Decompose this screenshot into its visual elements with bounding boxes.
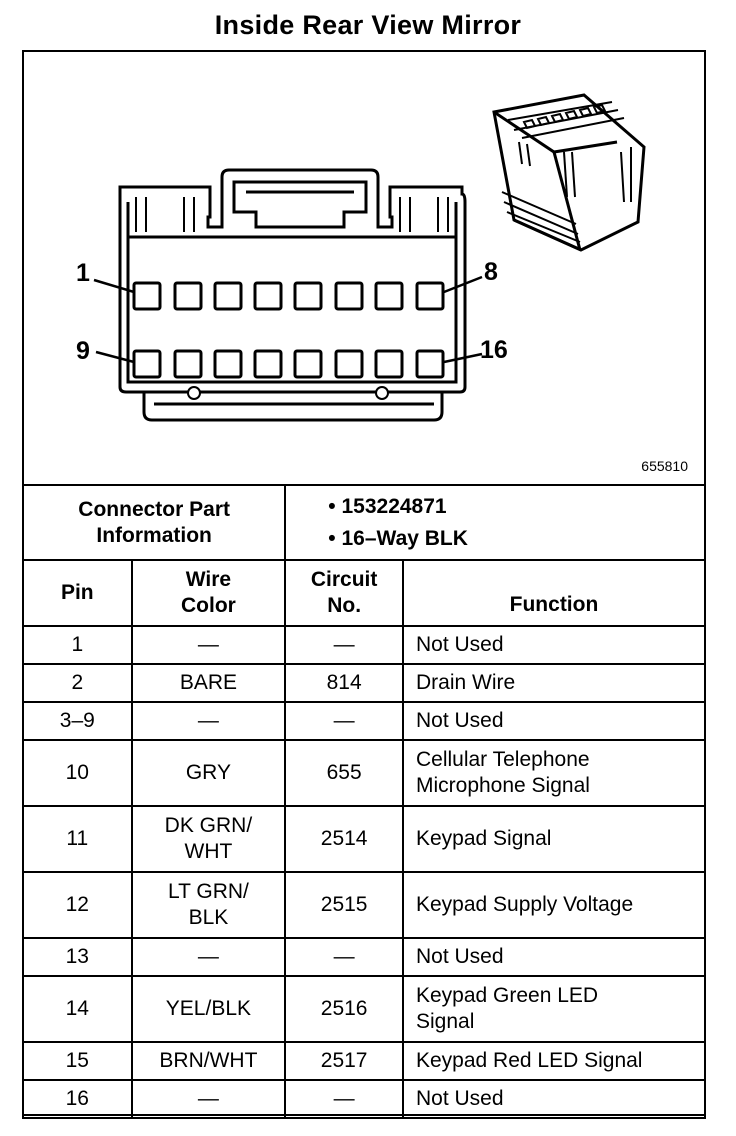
connector-diagram: 1 8 9 16 655810 [24,52,704,484]
col-header-wire-color: Wire Color [130,559,287,627]
connector-info-label-line2: Information [96,523,212,547]
connector-drawing: 1 8 9 16 [76,93,646,422]
connector-info-label-line1: Connector Part [78,497,230,521]
table-row: 15 BRN/WHT 2517 Keypad Red LED Signal [22,1041,707,1081]
col-header-pin: Pin [22,559,133,627]
pinout-table: Pin Wire Color Circuit No. Function 1 — … [22,559,707,1119]
table-row: 13 — — Not Used [22,937,707,977]
table-header-row: Pin Wire Color Circuit No. Function [22,559,707,627]
table-row: 1 — — Not Used [22,625,707,665]
pin-callout-9: 9 [76,337,90,365]
table-row: 10 GRY 655 Cellular Telephone Microphone… [22,739,707,807]
pin-callout-16: 16 [480,336,508,364]
table-row: 2 BARE 814 Drain Wire [22,663,707,703]
col-header-function: Function [401,559,707,627]
connector-info-table: Connector Part Information • 153224871 •… [21,484,706,561]
figure-id: 655810 [641,458,688,474]
table-row: 14 YEL/BLK 2516 Keypad Green LED Signal [22,975,707,1043]
table-row: 12 LT GRN/ BLK 2515 Keypad Supply Voltag… [22,871,707,939]
pin-callout-8: 8 [484,258,498,286]
table-row: 3–9 — — Not Used [22,701,707,741]
connector-info-label: Connector Part Information [21,484,287,561]
connector-type: • 16–Way BLK [328,526,468,550]
connector-info-values: • 153224871 • 16–Way BLK [284,484,706,561]
pin-callout-1: 1 [76,259,90,287]
part-number: • 153224871 [328,494,447,518]
page-title: Inside Rear View Mirror [214,10,522,40]
table-row: 16 — — Not Used [22,1079,707,1119]
table-row: 11 DK GRN/ WHT 2514 Keypad Signal [22,805,707,873]
col-header-circuit: Circuit No. [284,559,404,627]
connector-iso-view [492,93,646,252]
